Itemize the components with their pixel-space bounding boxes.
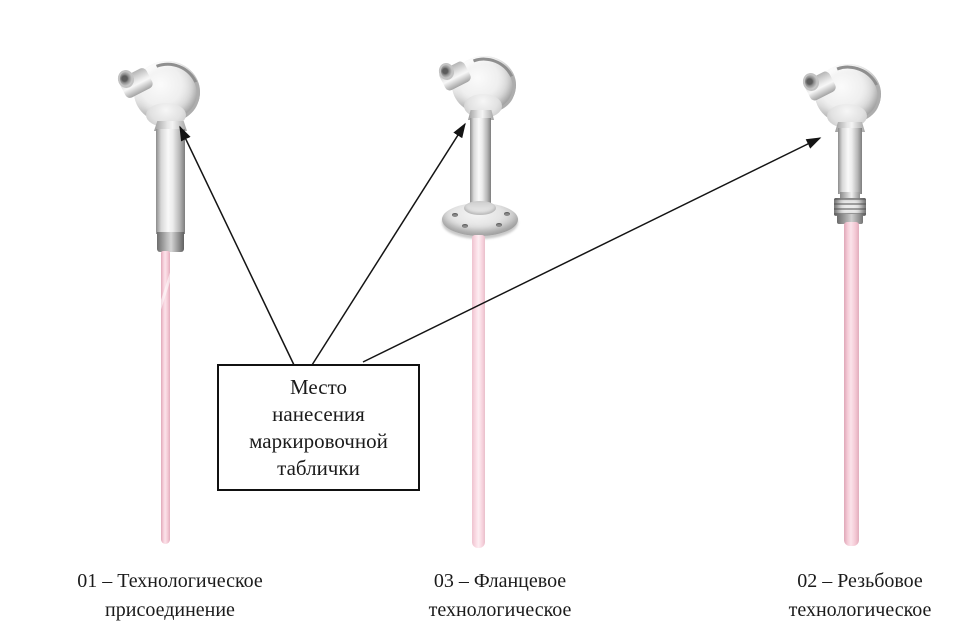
probe-02-threaded	[801, 56, 925, 553]
ceramic-rod	[155, 251, 174, 544]
threaded-fitting	[834, 198, 866, 216]
flange-bolt-hole	[452, 213, 458, 217]
protective-sleeve	[156, 129, 185, 234]
caption-02-threaded: 02 – Резьбовое технологическое	[788, 570, 932, 621]
extension-tube	[838, 128, 862, 194]
fitting-collar	[837, 214, 863, 224]
ceramic-rod	[472, 235, 485, 548]
extension-tube	[470, 118, 491, 208]
head-neck	[154, 121, 187, 131]
probe-03-flanged	[437, 48, 560, 550]
ceramic-rod	[844, 222, 859, 546]
arrow-to-probe-02	[362, 137, 822, 363]
arrow-to-probe-01	[179, 125, 295, 366]
head-neck	[468, 110, 494, 120]
head-neck	[835, 122, 865, 132]
flange-bolt-hole	[496, 223, 502, 227]
marking-plate-callout-box: Место нанесения маркировочной таблички	[217, 364, 420, 491]
caption-01-technological: 01 – Технологическое присоединение	[77, 570, 263, 621]
flange-hub	[464, 201, 496, 215]
marking-plate-callout-text: Место нанесения маркировочной таблички	[249, 374, 388, 480]
flange-bolt-hole	[504, 212, 510, 216]
caption-03-flanged: 03 – Фланцевое технологическое	[428, 570, 572, 621]
arrow-to-probe-03	[311, 122, 466, 366]
sleeve-end-band	[157, 232, 184, 252]
probe-01-technological	[116, 53, 238, 550]
flange-bolt-hole	[462, 224, 468, 228]
thread-waist	[840, 192, 860, 200]
